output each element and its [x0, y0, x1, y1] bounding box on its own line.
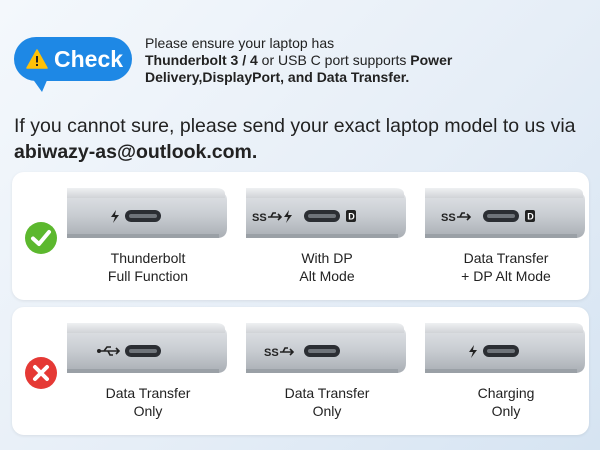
- laptop-side-image: SS D: [246, 188, 406, 238]
- note-features: Power Delivery,DisplayPort, and Data Tra…: [145, 52, 453, 85]
- svg-text:SS: SS: [252, 212, 267, 224]
- port-card-dp-alt: SS D With DP Alt Mode: [246, 172, 408, 300]
- thunderbolt-icon: [469, 345, 477, 358]
- port-label: Data Transfer Only: [284, 385, 370, 419]
- displayport-icon: D: [525, 210, 535, 222]
- unsupported-panel: Data Transfer Only SS Data Transfer Only…: [12, 307, 589, 435]
- laptop-side-image: [67, 188, 227, 238]
- checkmark-icon: [25, 222, 57, 254]
- check-badge: Check: [14, 37, 132, 92]
- port-label: Thunderbolt Full Function: [107, 250, 189, 284]
- port-label: Data Transfer + DP Alt Mode: [461, 250, 551, 284]
- laptop-side-image: SS: [246, 323, 406, 373]
- note-thunderbolt: Thunderbolt 3 / 4: [145, 52, 258, 68]
- supported-panel: Thunderbolt Full Function SS D With DP A…: [12, 172, 589, 300]
- laptop-side-image: [425, 323, 585, 373]
- cross-icon: [25, 357, 57, 389]
- laptop-side-image: [67, 323, 227, 373]
- thunderbolt-icon: [111, 210, 119, 223]
- ss-usb-icon: SS: [252, 212, 283, 224]
- ss-usb-icon: SS: [264, 347, 295, 359]
- port-label: Data Transfer Only: [105, 385, 191, 419]
- svg-text:D: D: [527, 212, 534, 222]
- port-card-ss-data: SS Data Transfer Only: [246, 307, 408, 435]
- requirement-note: Please ensure your laptop has Thunderbol…: [145, 35, 585, 86]
- usb-icon: [97, 346, 121, 356]
- note-line1: Please ensure your laptop has: [145, 35, 335, 51]
- note-mid: or USB C port supports: [257, 52, 411, 68]
- svg-text:SS: SS: [264, 347, 279, 359]
- port-label: With DP Alt Mode: [299, 250, 355, 284]
- port-card-charging: Charging Only: [425, 307, 587, 435]
- port-label: Charging Only: [477, 385, 535, 419]
- contact-message: If you cannot sure, please send your exa…: [14, 113, 594, 165]
- port-card-thunderbolt-full: Thunderbolt Full Function: [67, 172, 229, 300]
- thunderbolt-icon: [284, 210, 292, 223]
- svg-text:D: D: [348, 212, 355, 222]
- displayport-icon: D: [346, 210, 356, 222]
- contact-text: If you cannot sure, please send your exa…: [14, 115, 576, 137]
- contact-email[interactable]: abiwazy-as@outlook.com.: [14, 141, 258, 163]
- port-card-data-dp: SS D Data Transfer + DP Alt Mode: [425, 172, 587, 300]
- port-card-usb-data: Data Transfer Only: [67, 307, 229, 435]
- svg-text:SS: SS: [441, 212, 456, 224]
- ss-usb-icon: SS: [441, 212, 472, 224]
- warning-icon: [26, 49, 48, 69]
- check-label: Check: [54, 45, 124, 72]
- laptop-side-image: SS D: [425, 188, 585, 238]
